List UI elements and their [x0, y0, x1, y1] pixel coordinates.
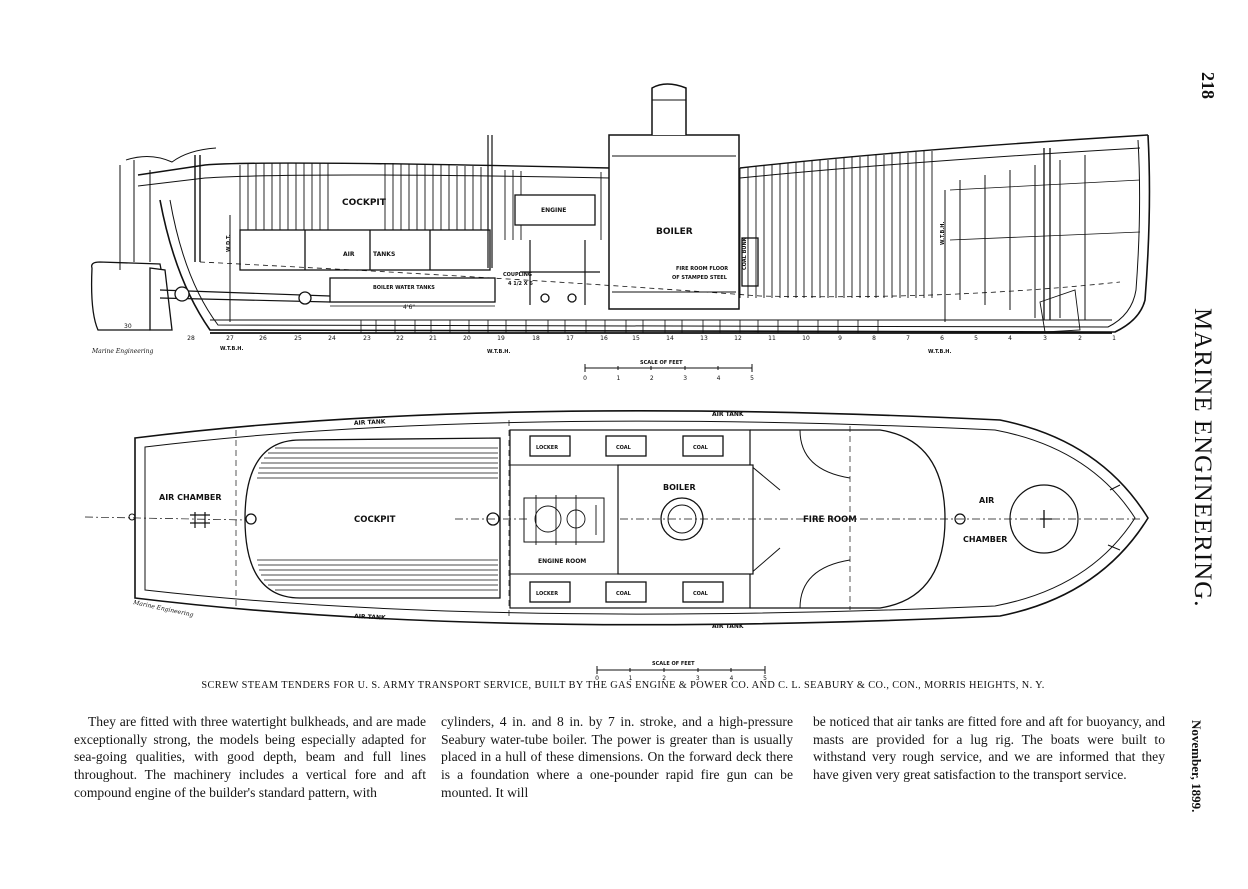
frame-number: 5 — [974, 335, 978, 342]
plan-cockpit-label: COCKPIT — [354, 515, 396, 525]
scale-tick-label: 3 — [683, 375, 687, 382]
frame-number: 8 — [872, 335, 876, 342]
frame-number: 25 — [294, 335, 302, 342]
boat-drawing-figure: COCKPIT AIR TANKS ENGINE BOILER BOILER W… — [84, 83, 1151, 680]
frame-number: 4 — [1008, 335, 1012, 342]
figure-caption: SCREW STEAM TENDERS FOR U. S. ARMY TRANS… — [201, 680, 1045, 691]
frame-number: 22 — [396, 335, 404, 342]
locker-bottom-label: LOCKER — [536, 591, 558, 597]
body-column-3: be noticed that air tanks are fitted for… — [813, 714, 1165, 783]
cockpit-label: COCKPIT — [342, 198, 387, 208]
coupling-label: COUPLING — [503, 272, 532, 278]
air-label: AIR — [343, 251, 355, 258]
frame-number: 10 — [802, 335, 810, 342]
side-profile-drawing — [90, 83, 1151, 334]
frame-number: 9 — [838, 335, 842, 342]
wdt-label: W.D.T. — [226, 234, 232, 252]
scale-tick-label: 3 — [696, 675, 700, 680]
scale-tick-label: 1 — [616, 375, 620, 382]
frame-number: 6 — [940, 335, 944, 342]
coal-bunker-label: COAL BUNK — [742, 236, 748, 270]
frame-number: 11 — [768, 335, 776, 342]
frame-number: 12 — [734, 335, 742, 342]
frame-number: 1 — [1112, 335, 1116, 342]
frame-number: 21 — [429, 335, 437, 342]
frame-number: 18 — [532, 335, 540, 342]
plan-boiler-label: BOILER — [663, 483, 696, 492]
scale-tick-label: 4 — [729, 675, 733, 680]
body-column-2: cylinders, 4 in. and 8 in. by 7 in. stro… — [441, 714, 793, 800]
wtbh-left-label: W.T.B.H. — [220, 346, 243, 352]
dimension-label: 4'6" — [403, 304, 415, 311]
scale-tick-label: 2 — [650, 375, 654, 382]
coal-bottom-1-label: COAL — [616, 591, 632, 597]
coal-top-1-label: COAL — [616, 445, 632, 451]
engine-label: ENGINE — [541, 207, 566, 214]
boiler-label: BOILER — [656, 227, 693, 237]
fire-room-label: FIRE ROOM — [803, 515, 857, 525]
air-tank-bottom-left-label: AIR TANK — [354, 613, 386, 622]
deck-plan-drawing — [84, 410, 1149, 626]
frame-number: 28 — [187, 335, 195, 342]
scale-tick-label: 2 — [662, 675, 666, 680]
plan-scale-label: SCALE OF FEET — [652, 661, 695, 667]
scale-tick-label: 4 — [717, 375, 721, 382]
scale-tick-label: 0 — [583, 375, 587, 382]
frame-number: 15 — [632, 335, 640, 342]
air-chamber-aft-label: AIR CHAMBER — [159, 493, 222, 502]
plan-scale-of-feet — [596, 666, 766, 674]
profile-scale-ticks: 0 1 2 3 4 5 — [583, 375, 754, 382]
stamped-steel-label: OF STAMPED STEEL — [672, 275, 728, 281]
locker-top-label: LOCKER — [536, 445, 558, 451]
wtbh-right-label: W.T.B.H. — [928, 349, 951, 355]
coal-top-2-label: COAL — [693, 445, 709, 451]
fire-room-floor-label: FIRE ROOM FLOOR — [676, 266, 728, 272]
profile-scale-label: SCALE OF FEET — [640, 360, 683, 366]
frame-number: 27 — [226, 335, 234, 342]
frame-number: 14 — [666, 335, 674, 342]
air-tank-top-left-label: AIR TANK — [354, 418, 386, 427]
scale-tick-label: 5 — [763, 675, 767, 680]
plan-scale-ticks: 0 1 2 3 4 5 — [595, 675, 767, 680]
tanks-label: TANKS — [373, 251, 395, 258]
air-tank-bottom-right-label: AIR TANK — [712, 623, 744, 630]
frame-number: 17 — [566, 335, 574, 342]
frame-30-label: 30 — [124, 323, 132, 330]
coupling-size-label: 4 1/2 X 6 — [508, 281, 533, 287]
air-fwd-label: AIR — [979, 496, 994, 505]
profile-scale-of-feet — [584, 364, 753, 372]
air-tank-top-right-label: AIR TANK — [712, 411, 744, 418]
scale-tick-label: 0 — [595, 675, 599, 680]
issue-date: November, 1899. — [1189, 720, 1204, 813]
frame-number: 23 — [363, 335, 371, 342]
engine-room-label: ENGINE ROOM — [538, 558, 586, 565]
frame-number: 2 — [1078, 335, 1082, 342]
frame-number: 16 — [600, 335, 608, 342]
frame-number: 13 — [700, 335, 708, 342]
frame-number: 19 — [497, 335, 505, 342]
frame-number: 3 — [1043, 335, 1047, 342]
frame-number: 7 — [906, 335, 910, 342]
frame-number: 24 — [328, 335, 336, 342]
wtbh-mid-label: W.T.B.H. — [487, 349, 510, 355]
scale-tick-label: 5 — [750, 375, 754, 382]
frame-number: 20 — [463, 335, 471, 342]
body-column-1: They are fitted with three watertight bu… — [74, 714, 426, 800]
coal-bottom-2-label: COAL — [693, 591, 709, 597]
frame-number: 26 — [259, 335, 267, 342]
scale-tick-label: 1 — [629, 675, 633, 680]
chamber-fwd-label: CHAMBER — [963, 535, 1007, 544]
profile-credit: Marine Engineering — [91, 348, 153, 355]
boiler-water-tanks-label: BOILER WATER TANKS — [373, 285, 435, 291]
wtbh-bulkhead-label: W.T.B.H. — [940, 222, 946, 245]
